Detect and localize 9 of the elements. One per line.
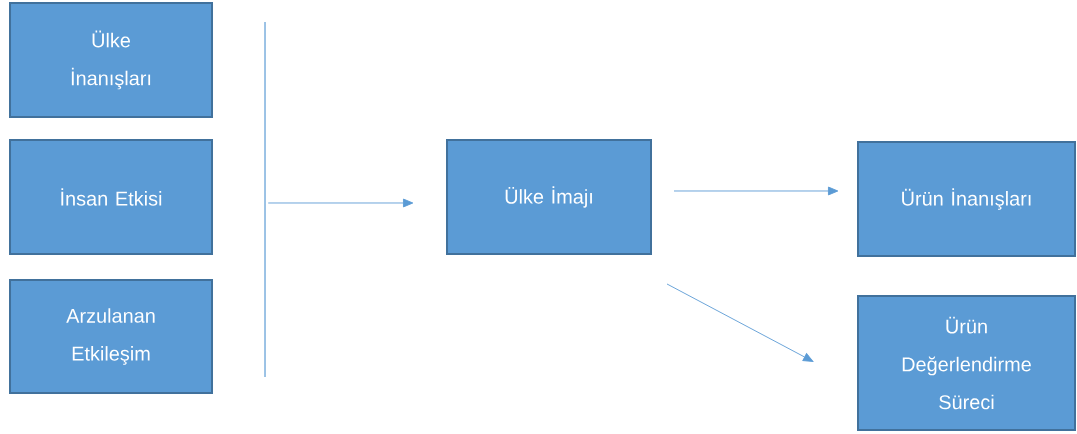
arrow (666, 283, 814, 362)
process-box: Ülke İnanışları (9, 2, 213, 118)
process-box: Ürün Değerlendirme Süreci (857, 295, 1076, 431)
arrow (267, 198, 414, 208)
process-box: Ülke İmajı (446, 139, 652, 255)
process-box: Arzulanan Etkileşim (9, 279, 213, 394)
process-box: İnsan Etkisi (9, 139, 213, 255)
arrow (673, 186, 839, 196)
process-box: Ürün İnanışları (857, 141, 1076, 257)
